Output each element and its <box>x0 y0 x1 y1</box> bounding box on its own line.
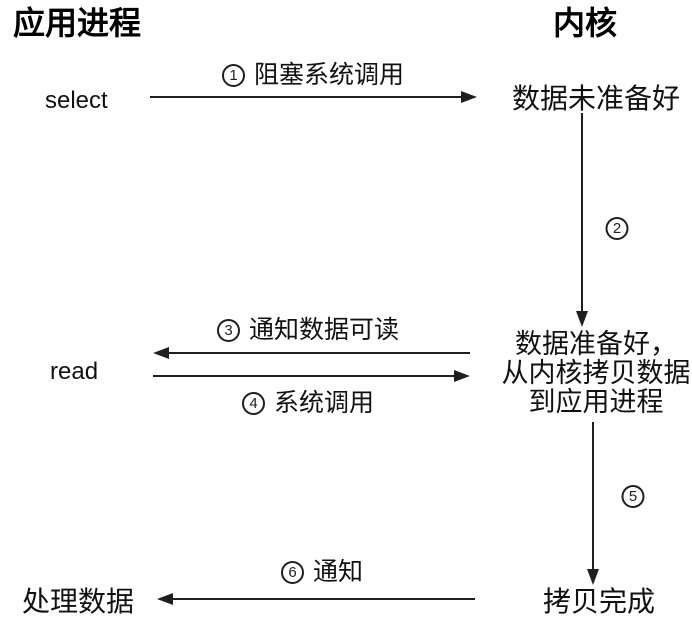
arrow-2-line <box>581 113 583 312</box>
step-3-number-icon: 3 <box>216 319 240 342</box>
arrow-6-line <box>172 598 475 600</box>
step-3-label: 3 通知数据可读 <box>216 316 400 344</box>
arrow-4-line <box>153 375 456 377</box>
step-1-text: 阻塞系统调用 <box>253 61 405 89</box>
column-title-application-process: 应用进程 <box>13 5 142 41</box>
arrow-5-line <box>592 422 594 570</box>
data-ready-line1: 数据准备好， <box>515 329 677 359</box>
arrow-3-left-head-icon <box>153 347 169 359</box>
step-6-label: 6 通知 <box>280 558 364 586</box>
data-ready-line2: 从内核拷贝数据 <box>501 358 691 388</box>
arrow-6-left-head-icon <box>157 593 173 605</box>
node-copy-done: 拷贝完成 <box>542 586 656 617</box>
arrow-1-right-head-icon <box>461 91 477 103</box>
node-data-not-ready: 数据未准备好 <box>511 83 681 114</box>
step-5-number-icon: 5 <box>621 485 645 508</box>
node-data-ready: 数据准备好， 从内核拷贝数据 到应用进程 <box>486 330 692 417</box>
step-2-number-icon: 2 <box>605 217 629 240</box>
node-read: read <box>50 358 99 385</box>
node-select: select <box>45 87 108 114</box>
data-ready-line3: 到应用进程 <box>528 387 664 417</box>
arrow-5-down-head-icon <box>587 569 599 585</box>
step-6-text: 通知 <box>312 558 364 586</box>
node-process-data: 处理数据 <box>22 586 135 617</box>
step-1-number-icon: 1 <box>221 64 245 87</box>
step-5-label: 5 <box>621 485 645 508</box>
column-title-kernel: 内核 <box>553 5 618 41</box>
step-3-text: 通知数据可读 <box>248 316 400 344</box>
arrow-4-right-head-icon <box>454 370 470 382</box>
arrow-2-down-head-icon <box>576 311 588 327</box>
arrow-3-line <box>168 352 470 354</box>
step-4-number-icon: 4 <box>241 392 265 415</box>
arrow-1-line <box>150 96 463 98</box>
step-6-number-icon: 6 <box>280 561 304 584</box>
step-1-label: 1 阻塞系统调用 <box>221 61 405 89</box>
step-4-text: 系统调用 <box>273 389 375 417</box>
step-4-label: 4 系统调用 <box>241 389 375 417</box>
step-2-label: 2 <box>605 217 629 240</box>
